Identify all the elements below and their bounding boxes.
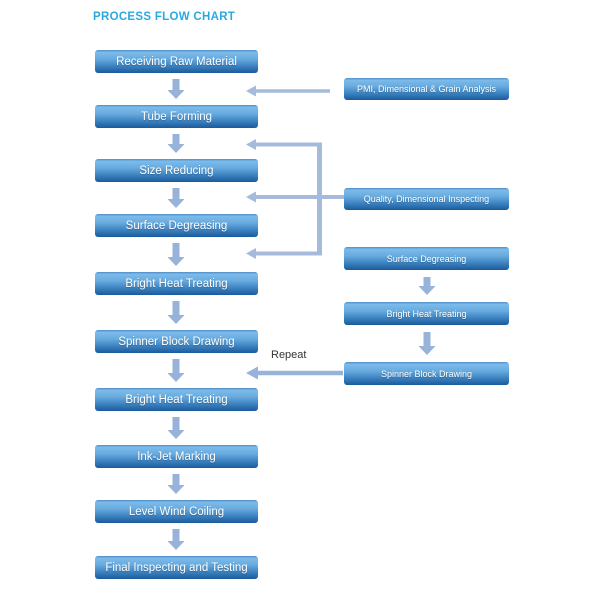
page-title: PROCESS FLOW CHART [93, 11, 236, 23]
flow-node-main: Spinner Block Drawing [95, 330, 258, 353]
arrow-down-icon [167, 417, 185, 439]
flow-node-main: Level Wind Coiling [95, 500, 258, 523]
arrow-down-icon [167, 301, 185, 324]
arrow-down-icon [167, 188, 185, 208]
flow-node-main: Bright Heat Treating [95, 272, 258, 295]
flow-node-main: Ink-Jet Marking [95, 445, 258, 468]
flow-node-side: Quality, Dimensional Inspecting [344, 188, 509, 210]
arrow-down-icon [418, 332, 436, 355]
flow-node-main: Tube Forming [95, 105, 258, 128]
arrow-line [256, 89, 330, 93]
arrow-down-icon [167, 359, 185, 382]
repeat-label: Repeat [271, 349, 307, 361]
flow-node-main: Bright Heat Treating [95, 388, 258, 411]
arrow-down-icon [418, 277, 436, 295]
arrow-down-icon [167, 79, 185, 99]
arrow-left-icon [246, 85, 256, 97]
flow-node-main: Receiving Raw Material [95, 50, 258, 73]
flow-node-side: Surface Degreasing [344, 247, 509, 270]
arrow-left-icon [246, 248, 256, 259]
arrow-left-icon [246, 191, 256, 203]
flow-node-main: Surface Degreasing [95, 214, 258, 237]
flow-node-main: Size Reducing [95, 159, 258, 182]
arrow-down-icon [167, 134, 185, 153]
flow-node-side: Bright Heat Treating [344, 302, 509, 325]
flow-node-main: Final Inspecting and Testing [95, 556, 258, 579]
arrow-left-icon [246, 139, 256, 150]
arrow-line [258, 370, 343, 376]
flow-node-side: Spinner Block Drawing [344, 362, 509, 385]
arrow-line [256, 195, 344, 199]
arrow-line [256, 142, 322, 147]
arrow-left-icon [246, 366, 258, 380]
arrow-line [256, 251, 322, 256]
flow-node-side: PMI, Dimensional & Grain Analysis [344, 78, 509, 100]
arrow-down-icon [167, 243, 185, 266]
arrow-down-icon [167, 474, 185, 494]
arrow-down-icon [167, 529, 185, 550]
